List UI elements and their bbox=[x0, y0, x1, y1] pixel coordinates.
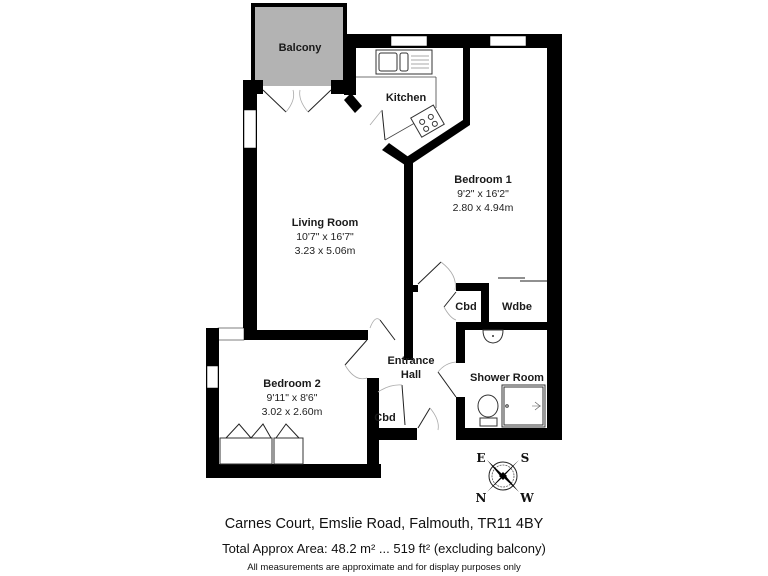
bedroom2-label: Bedroom 2 bbox=[263, 378, 320, 390]
bedroom2-imperial: 9'11" x 8'6" bbox=[267, 392, 318, 404]
compass-w: W bbox=[519, 491, 534, 505]
shower-tray-icon bbox=[501, 384, 546, 428]
balcony-label: Balcony bbox=[279, 42, 323, 54]
floor-plan: Balcony Kitchen Bedroom 1 9'2" x 16'2" 2… bbox=[206, 3, 562, 505]
hall-label: Hall bbox=[401, 369, 421, 381]
doors bbox=[262, 89, 547, 431]
compass-n: N bbox=[476, 491, 487, 505]
toilet-icon bbox=[477, 394, 499, 427]
living-room-label: Living Room bbox=[292, 217, 359, 229]
living-room-imperial: 10'7" x 16'7" bbox=[296, 231, 354, 243]
bedroom1-label: Bedroom 1 bbox=[454, 174, 511, 186]
cooker-hob-icon bbox=[410, 104, 445, 138]
room-labels: Balcony Kitchen Bedroom 1 9'2" x 16'2" 2… bbox=[262, 42, 545, 424]
kitchen-sink-icon bbox=[375, 49, 433, 75]
kitchen-label: Kitchen bbox=[386, 92, 427, 104]
fixtures bbox=[219, 49, 546, 465]
wardrobe-label: Wdbe bbox=[502, 301, 532, 313]
bedroom2-wardrobe-icon bbox=[219, 423, 304, 465]
cbd1-label: Cbd bbox=[455, 301, 476, 313]
bedroom2-metric: 3.02 x 2.60m bbox=[262, 406, 323, 418]
compass-s: S bbox=[521, 451, 530, 465]
property-address: Carnes Court, Emslie Road, Falmouth, TR1… bbox=[224, 516, 544, 532]
compass-icon: E S N W bbox=[476, 451, 535, 505]
walls bbox=[206, 34, 562, 478]
shower-room-label: Shower Room bbox=[470, 372, 544, 384]
bedroom1-imperial: 9'2" x 16'2" bbox=[457, 188, 509, 200]
entrance-label: Entrance bbox=[387, 355, 434, 367]
bedroom1-metric: 2.80 x 4.94m bbox=[453, 202, 514, 214]
cbd2-label: Cbd bbox=[374, 412, 395, 424]
compass-e: E bbox=[476, 451, 485, 465]
basin-icon bbox=[482, 329, 504, 344]
living-room-metric: 3.23 x 5.06m bbox=[295, 245, 356, 257]
total-area: Total Approx Area: 48.2 m² ... 519 ft² (… bbox=[222, 541, 546, 556]
disclaimer-note: All measurements are approximate and for… bbox=[247, 562, 521, 573]
